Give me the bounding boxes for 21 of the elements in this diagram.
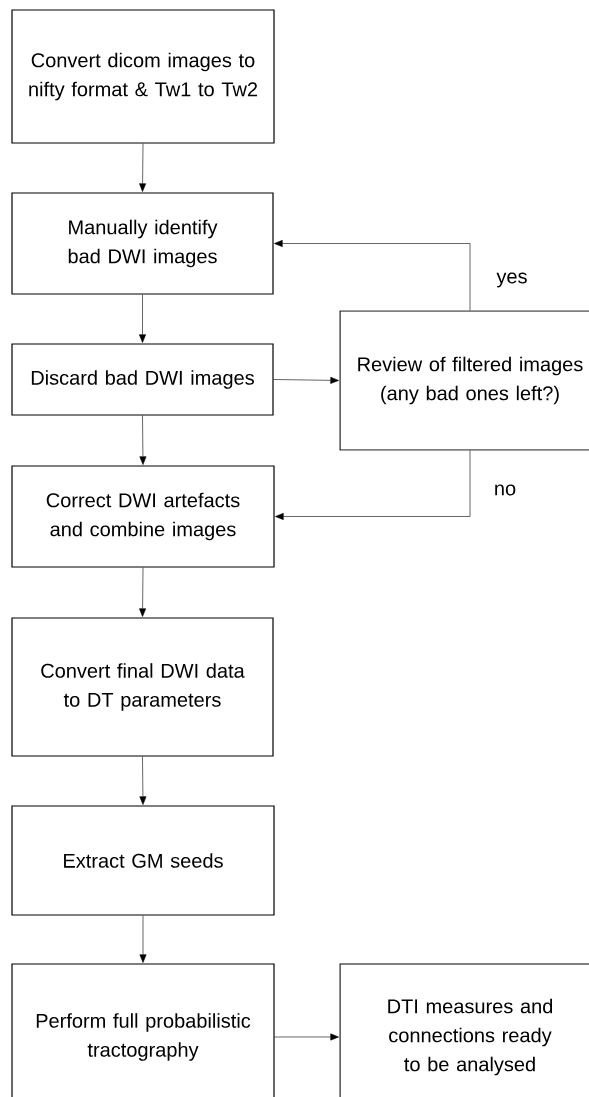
process-box: Convert dicom images to nifty format & Tw1 to Tw2	[11, 9, 275, 144]
process-box: Perform full probabilistic tractography	[11, 963, 275, 1097]
process-box: Discard bad DWI images	[11, 343, 274, 416]
process-box: Review of filtered images (any bad ones left?)	[339, 310, 589, 451]
process-box: DTI measures and connections ready to be analysed	[339, 963, 589, 1097]
arrow	[273, 376, 339, 384]
edge-label: yes	[495, 271, 529, 289]
arrow	[139, 567, 147, 617]
process-box: Manually identify bad DWI images	[11, 192, 274, 295]
process-box: Correct DWI artefacts and combine images	[11, 465, 275, 568]
process-box: Extract GM seeds	[11, 805, 275, 916]
arrow	[139, 415, 147, 465]
process-box: Convert final DWI data to DT parameters	[11, 617, 274, 757]
arrow	[139, 915, 147, 963]
arrow	[274, 1033, 339, 1041]
arrow	[275, 450, 471, 520]
edge-label: no	[492, 483, 518, 497]
arrow	[139, 294, 146, 343]
arrow	[139, 756, 147, 805]
arrow	[274, 240, 471, 311]
arrow	[139, 143, 147, 192]
